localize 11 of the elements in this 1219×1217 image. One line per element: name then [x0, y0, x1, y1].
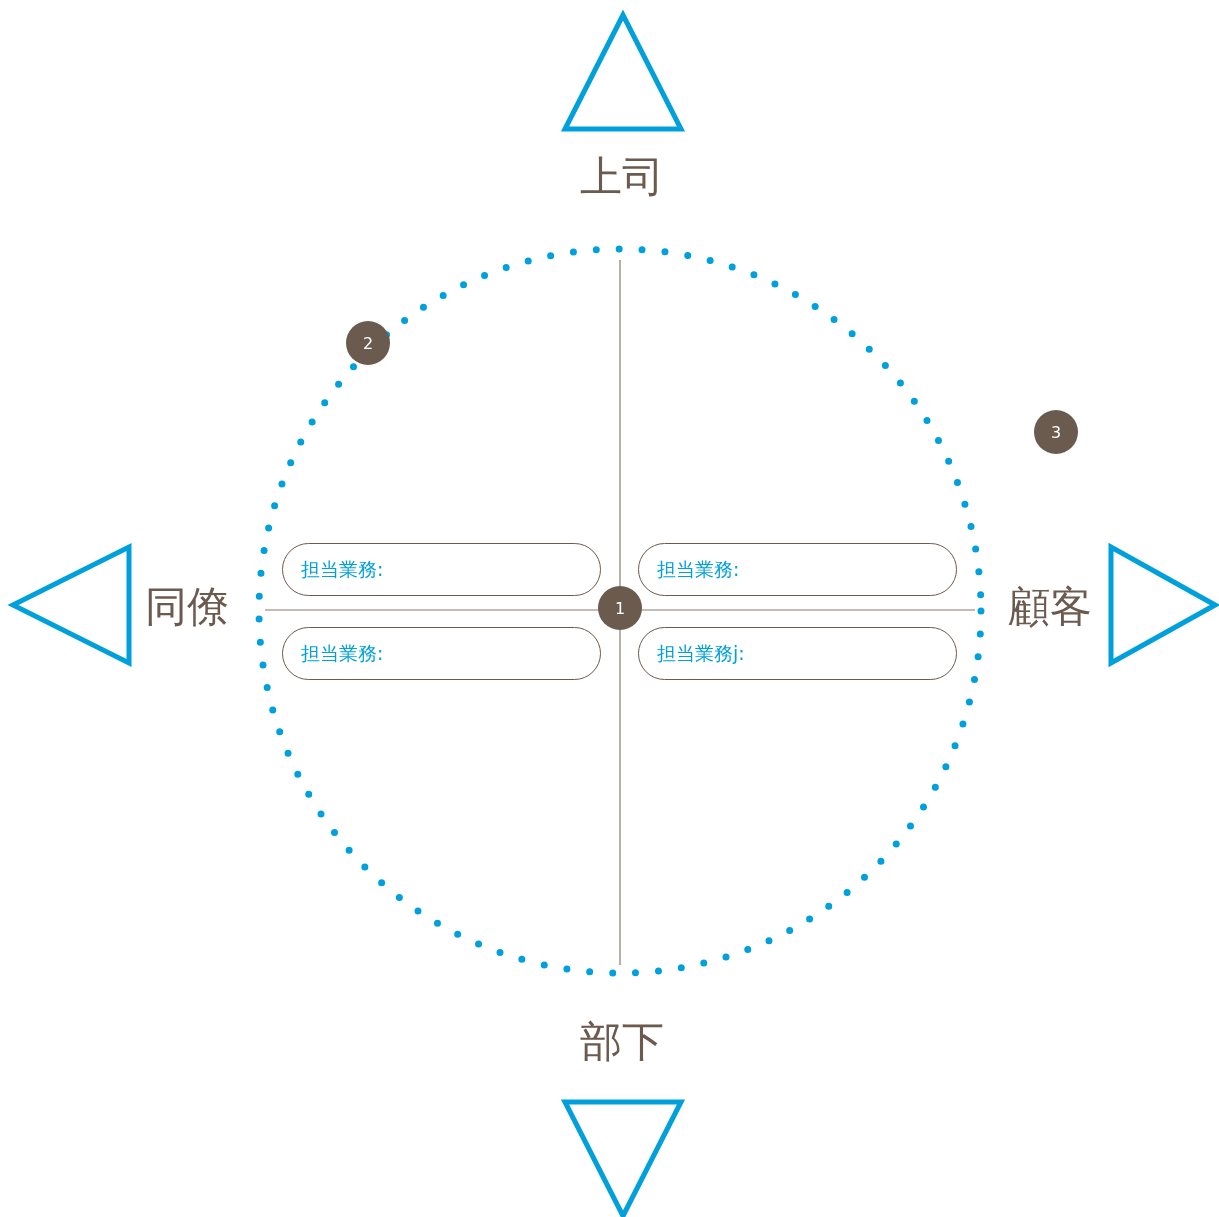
number-badge: 2 — [346, 321, 390, 365]
direction-label: 同僚 — [145, 586, 229, 628]
direction-label: 顧客 — [1008, 586, 1092, 628]
triangle-marker — [562, 12, 684, 132]
number-badge: 3 — [1034, 410, 1078, 454]
direction-label: 部下 — [580, 1021, 664, 1063]
direction-label: 上司 — [580, 156, 664, 198]
number-badge: 1 — [598, 586, 642, 630]
triangle-marker — [562, 1099, 684, 1217]
triangle-marker — [10, 544, 132, 666]
triangle-marker — [1108, 544, 1218, 666]
